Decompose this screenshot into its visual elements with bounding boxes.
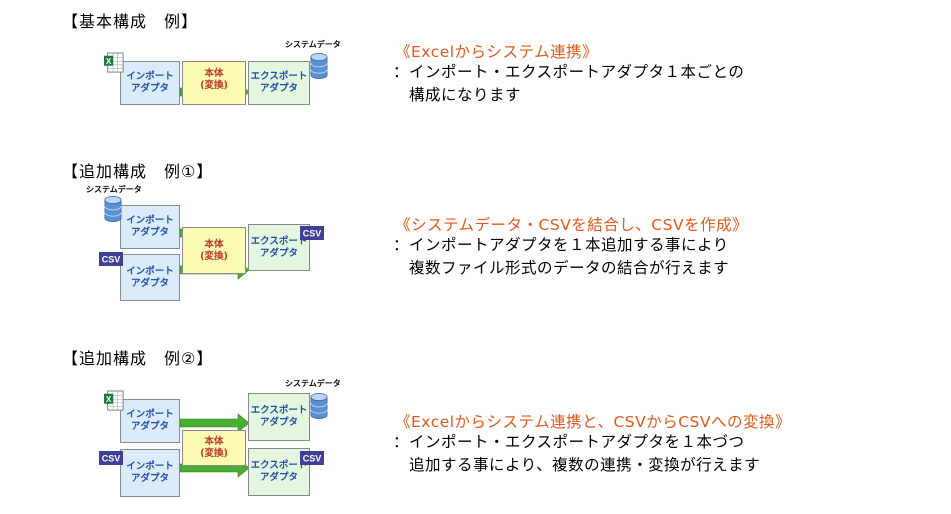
section-3-description: ：インポート・エクスポートアダプタを１本づつ 追加する事により、複数の連携・変換… <box>393 433 761 474</box>
core-box: 本体 (変換) <box>182 61 246 105</box>
import-adapter-box: インポート アダプタ <box>120 254 180 301</box>
system-data-label: システムデータ <box>285 379 341 388</box>
system-data-label: システムデータ <box>285 40 341 49</box>
core-box: 本体 (変換) <box>182 430 246 466</box>
database-icon <box>310 392 328 420</box>
csv-file-icon: CSV <box>99 252 123 266</box>
export-adapter-box: エクスポート アダプタ <box>248 393 310 441</box>
export-adapter-box: エクスポート アダプタ <box>248 61 310 105</box>
export-adapter-box: エクスポート アダプタ <box>248 448 310 496</box>
section-2-title: 《システムデータ・CSVを結合し、CSVを作成》 <box>395 216 749 234</box>
import-adapter-box: インポート アダプタ <box>120 205 180 249</box>
svg-text:CSV: CSV <box>303 229 322 239</box>
import-adapter-box: インポート アダプタ <box>120 61 180 105</box>
section-1-heading: 【基本構成 例】 <box>62 12 199 31</box>
import-adapter-box: インポート アダプタ <box>120 449 180 497</box>
export-adapter-box: エクスポート アダプタ <box>248 224 310 271</box>
csv-file-icon: CSV <box>99 451 123 465</box>
svg-text:CSV: CSV <box>102 255 121 265</box>
csv-file-icon: CSV <box>300 226 324 240</box>
section-1-title: 《Excelからシステム連携》 <box>395 43 599 61</box>
excel-icon <box>104 390 124 412</box>
section-2-heading: 【追加構成 例①】 <box>62 162 214 181</box>
section-3-title: 《Excelからシステム連携と、CSVからCSVへの変換》 <box>395 413 792 431</box>
svg-text:CSV: CSV <box>303 454 322 464</box>
section-3-heading: 【追加構成 例②】 <box>62 349 214 368</box>
system-data-label: システムデータ <box>86 185 142 194</box>
csv-file-icon: CSV <box>300 451 324 465</box>
section-1-description: ：インポート・エクスポートアダプタ１本ごとの 構成になります <box>393 63 745 104</box>
import-adapter-box: インポート アダプタ <box>120 399 180 443</box>
svg-text:CSV: CSV <box>102 454 121 464</box>
arrow-excel-to-system <box>179 413 250 433</box>
section-2-description: ：インポートアダプタを１本追加する事により 複数ファイル形式のデータの結合が行え… <box>393 236 730 277</box>
core-box: 本体 (変換) <box>182 227 246 274</box>
